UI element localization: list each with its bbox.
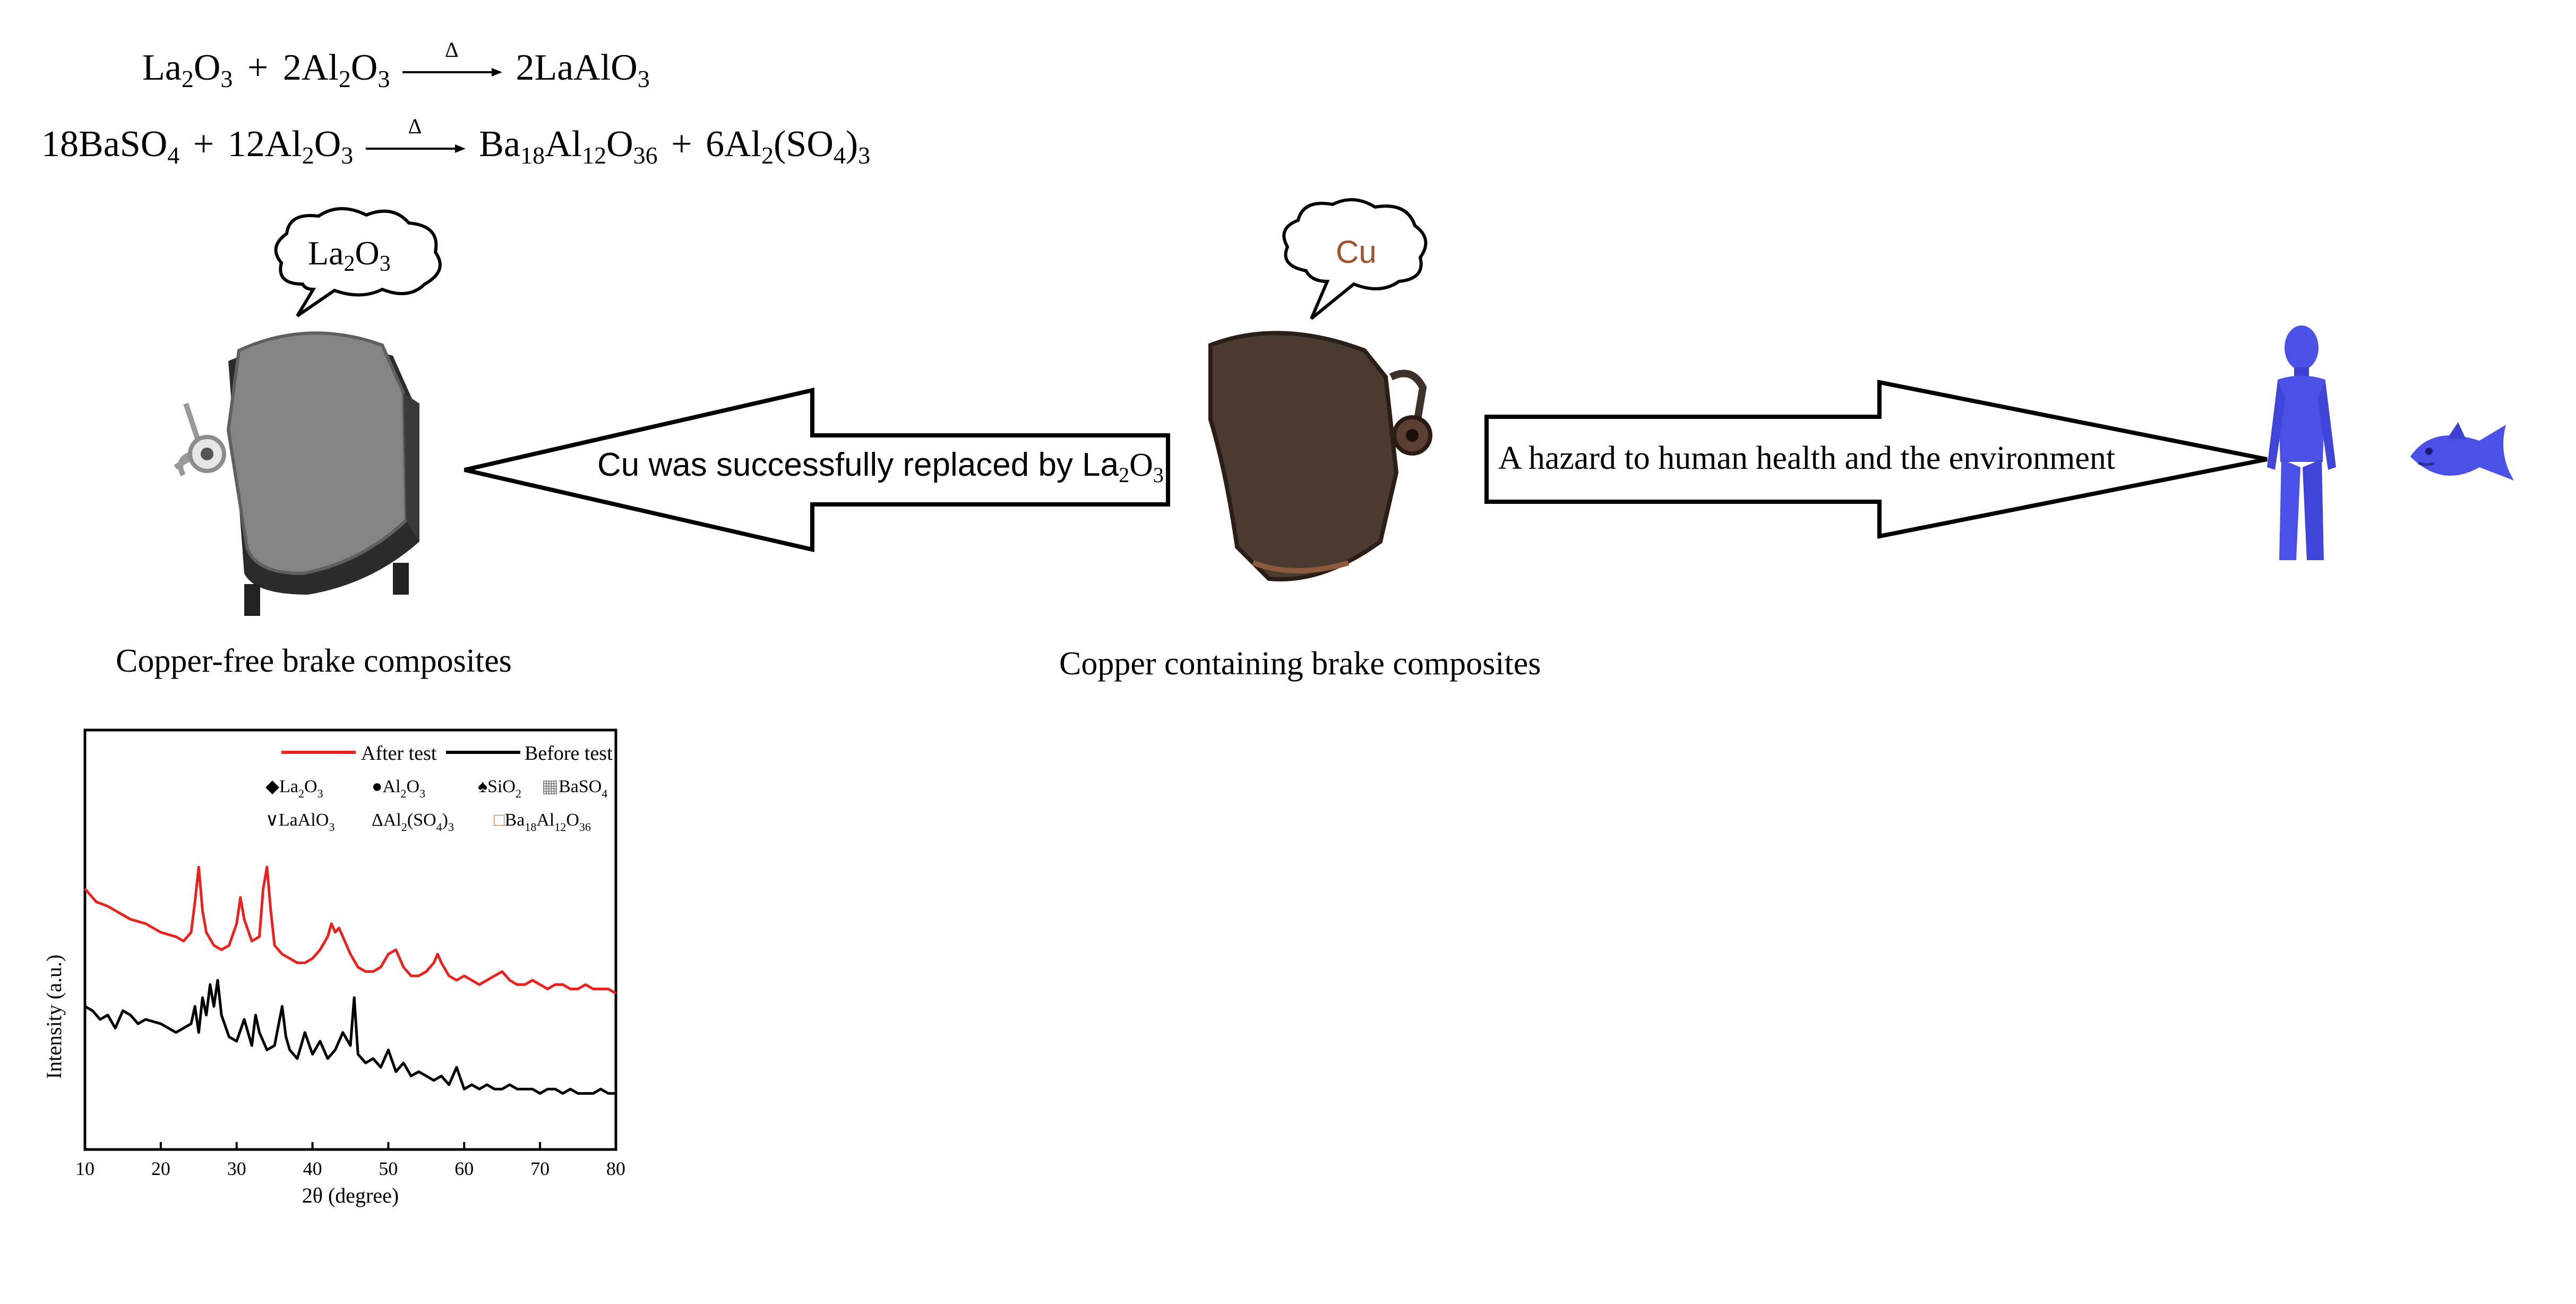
x-tick-label: 70 [530,1158,549,1179]
chart-frame [83,728,617,1151]
x-tick-label: 50 [379,1158,398,1179]
x-tick-label: 20 [151,1158,170,1179]
cu-thought-bubble [1282,198,1428,320]
copper-free-brake-pad [174,331,419,616]
legend-label-before: Before test [525,742,613,765]
right-arrow-label: A hazard to human health and the environ… [1498,440,2116,476]
marker-legend-baso4: ▦BaSO4 [542,777,607,800]
right-arrow [1484,380,2268,539]
human-figure-icon [2267,325,2336,560]
x-axis-label: 2θ (degree) [302,1183,399,1207]
marker-legend-laalo3: ∨LaAlO3 [265,810,334,834]
copper-containing-brake-pad [1208,331,1432,582]
copper-free-caption: Copper-free brake composites [116,643,512,679]
series-line-before-test [84,979,616,1095]
legend-label-after: After test [361,742,437,765]
series-line-after-test [84,865,617,994]
copper-containing-caption: Copper containing brake composites [1059,646,1541,682]
equation-1: La2O3 + 2Al2O3 Δ 2LaAlO3 [142,38,650,92]
x-tick-label: 40 [303,1158,322,1179]
marker-legend-al2so43: ΔAl2(SO4)3 [372,810,454,834]
y-axis-label: Intensity (a.u.) [42,955,66,1079]
marker-legend-la2o3: ◆La2O3 [265,777,323,800]
marker-legend-al2o3: ●Al2O3 [372,777,425,800]
left-arrow-label: Cu was successfully replaced by La2O3 [597,447,1164,487]
la2o3-thought-bubble [274,207,442,318]
cu-bubble-label: Cu [1336,234,1377,270]
reaction-arrow-1: Δ [402,38,503,80]
equation-2: 18BaSO4 + 12Al2O3 Δ Ba18Al12O36 + 6Al2(S… [41,114,871,169]
marker-legend-sio2: ♠SiO2 [478,777,521,800]
reaction-arrow-2: Δ [365,114,467,156]
x-tick-label: 30 [227,1158,246,1179]
x-tick-label: 80 [606,1158,625,1179]
xrd-chart: After test Before test ◆La2O3 ●Al2O3 ♠Si… [42,728,625,1207]
fish-icon [2410,422,2514,481]
x-tick-label: 60 [454,1158,474,1179]
x-tick-label: 10 [75,1158,95,1179]
marker-legend-ba18al12o36: □Ba18Al12O36 [494,810,591,834]
la2o3-bubble-label: La2O3 [308,234,391,276]
left-arrow [464,388,1170,552]
